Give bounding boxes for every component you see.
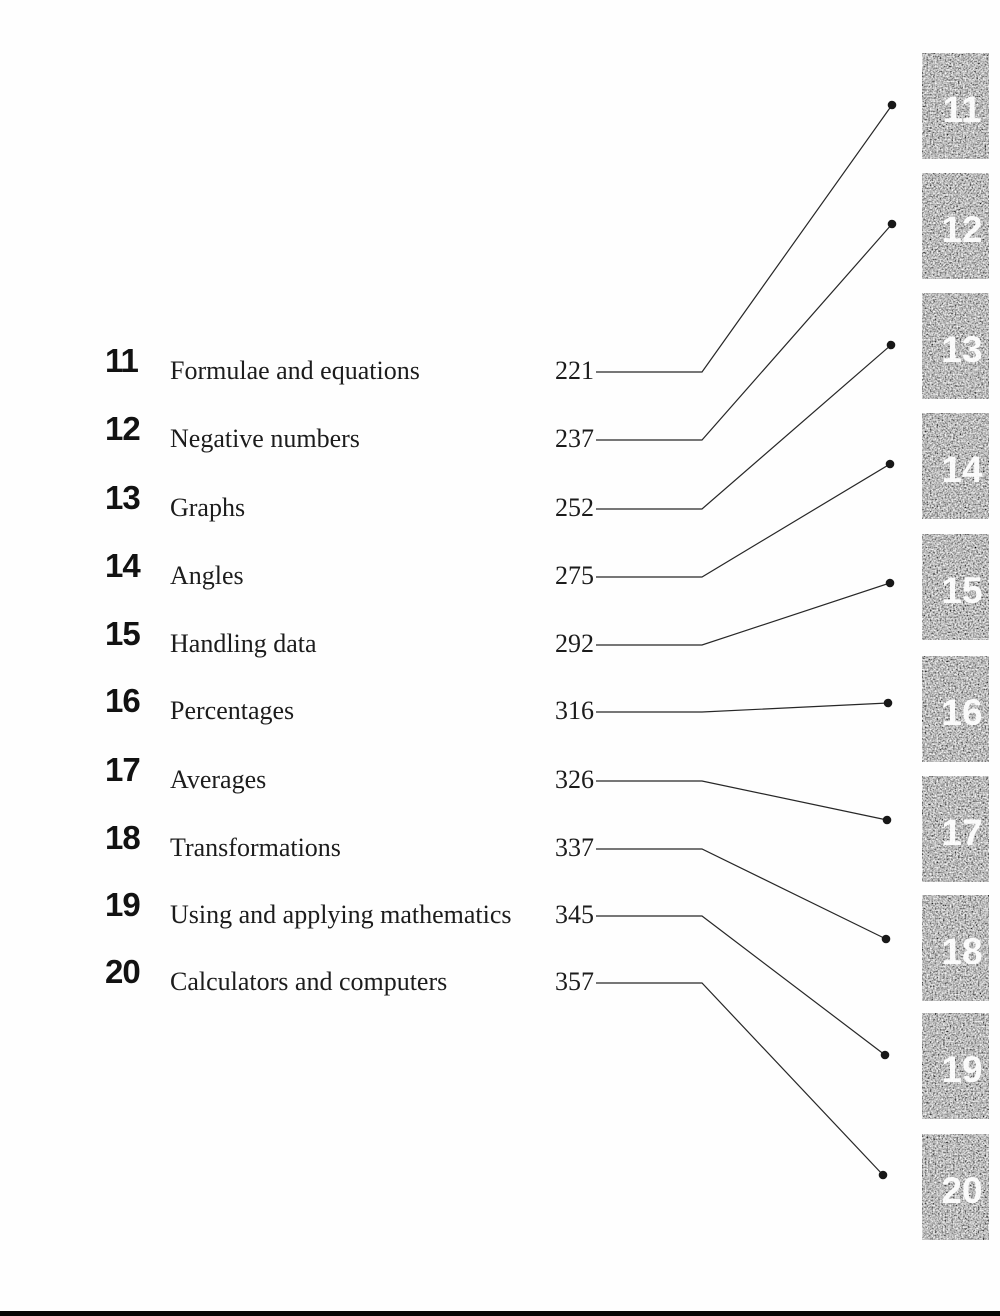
chapter-tab: 11 <box>922 53 989 159</box>
tab-number-label: 20 <box>941 1170 982 1211</box>
tab-noise-texture <box>922 656 989 762</box>
tab-number-label: 15 <box>941 570 982 611</box>
toc-row: 17 Averages 326 <box>0 753 760 805</box>
chapter-page-number: 237 <box>555 424 594 453</box>
tab-noise-texture <box>922 173 989 279</box>
connector-dot <box>883 698 893 708</box>
tab-noise-texture <box>922 895 989 1001</box>
toc-row: 16 Percentages 316 <box>0 684 760 736</box>
tab-noise-texture <box>922 293 989 399</box>
chapter-title: Using and applying mathematics <box>170 900 512 929</box>
chapter-tab: 20 <box>922 1134 989 1240</box>
chapter-page-number: 345 <box>555 900 594 929</box>
connector-dot <box>878 1170 888 1180</box>
tab-number-label: 16 <box>941 692 982 733</box>
chapter-title: Angles <box>170 561 244 590</box>
toc-row: 20 Calculators and computers 357 <box>0 955 760 1007</box>
chapter-number: 19 <box>105 886 141 923</box>
chapter-title: Graphs <box>170 493 246 522</box>
chapter-tab: 13 <box>922 293 989 399</box>
tab-number-label: 19 <box>941 1049 982 1090</box>
tab-noise-texture <box>922 53 989 159</box>
chapter-title: Negative numbers <box>170 424 360 453</box>
tab-number-label: 14 <box>941 449 983 490</box>
toc-row: 15 Handling data 292 <box>0 617 760 669</box>
chapter-number: 12 <box>105 410 141 447</box>
chapter-tab: 14 <box>922 413 989 519</box>
connector-dot <box>881 934 891 944</box>
connector-line <box>596 982 884 1176</box>
toc-row: 19 Using and applying mathematics 345 <box>0 888 760 940</box>
chapter-number: 14 <box>105 547 141 584</box>
chapter-page-number: 316 <box>555 696 594 725</box>
chapter-page-number: 275 <box>555 561 594 590</box>
chapter-tab: 12 <box>922 173 989 279</box>
tab-noise-texture <box>922 776 989 882</box>
toc-row: 14 Angles 275 <box>0 549 760 601</box>
chapter-number: 18 <box>105 819 141 856</box>
chapter-page-number: 326 <box>555 765 594 794</box>
connector-dot <box>885 459 895 469</box>
tab-noise-texture <box>922 534 989 640</box>
tab-number-label: 12 <box>941 209 982 250</box>
chapter-page-number: 357 <box>555 967 594 996</box>
chapter-number: 11 <box>105 342 139 379</box>
chapter-title: Averages <box>170 765 267 794</box>
chapter-number: 16 <box>105 682 141 719</box>
chapter-number: 17 <box>105 751 141 788</box>
tab-noise-texture <box>922 413 989 519</box>
chapter-title: Handling data <box>170 629 317 658</box>
connector-dot <box>885 578 895 588</box>
toc-row: 13 Graphs 252 <box>0 481 760 533</box>
chapter-tab: 15 <box>922 534 989 640</box>
chapter-number: 13 <box>105 479 141 516</box>
chapter-page-number: 292 <box>555 629 594 658</box>
chapter-title: Formulae and equations <box>170 356 420 385</box>
toc-row: 18 Transformations 337 <box>0 821 760 873</box>
tab-number-label: 11 <box>942 89 981 130</box>
connector-dot <box>886 340 896 350</box>
connector-line <box>596 104 893 373</box>
chapter-tab: 19 <box>922 1013 989 1119</box>
chapter-page-number: 252 <box>555 493 594 522</box>
connector-dot <box>882 815 892 825</box>
connector-dot <box>887 219 897 229</box>
chapter-title: Calculators and computers <box>170 967 448 996</box>
chapter-title: Transformations <box>170 833 341 862</box>
connector-dot <box>887 100 897 110</box>
tab-number-label: 13 <box>941 329 982 370</box>
chapter-title: Percentages <box>170 696 295 725</box>
tab-noise-texture <box>922 1013 989 1119</box>
connector-line <box>596 223 893 441</box>
chapter-tab: 18 <box>922 895 989 1001</box>
page-edge-scan-bar <box>0 1311 1000 1316</box>
chapter-tab: 17 <box>922 776 989 882</box>
chapter-page-number: 221 <box>555 356 594 385</box>
chapter-number: 20 <box>105 953 141 990</box>
tab-noise-texture <box>922 1134 989 1240</box>
tab-number-label: 17 <box>941 812 982 853</box>
chapter-tab: 16 <box>922 656 989 762</box>
connector-dot <box>880 1050 890 1060</box>
tab-number-label: 18 <box>941 931 982 972</box>
chapter-page-number: 337 <box>555 833 594 862</box>
toc-row: 12 Negative numbers 237 <box>0 412 760 464</box>
chapter-number: 15 <box>105 615 141 652</box>
toc-row: 11 Formulae and equations 221 <box>0 344 760 396</box>
